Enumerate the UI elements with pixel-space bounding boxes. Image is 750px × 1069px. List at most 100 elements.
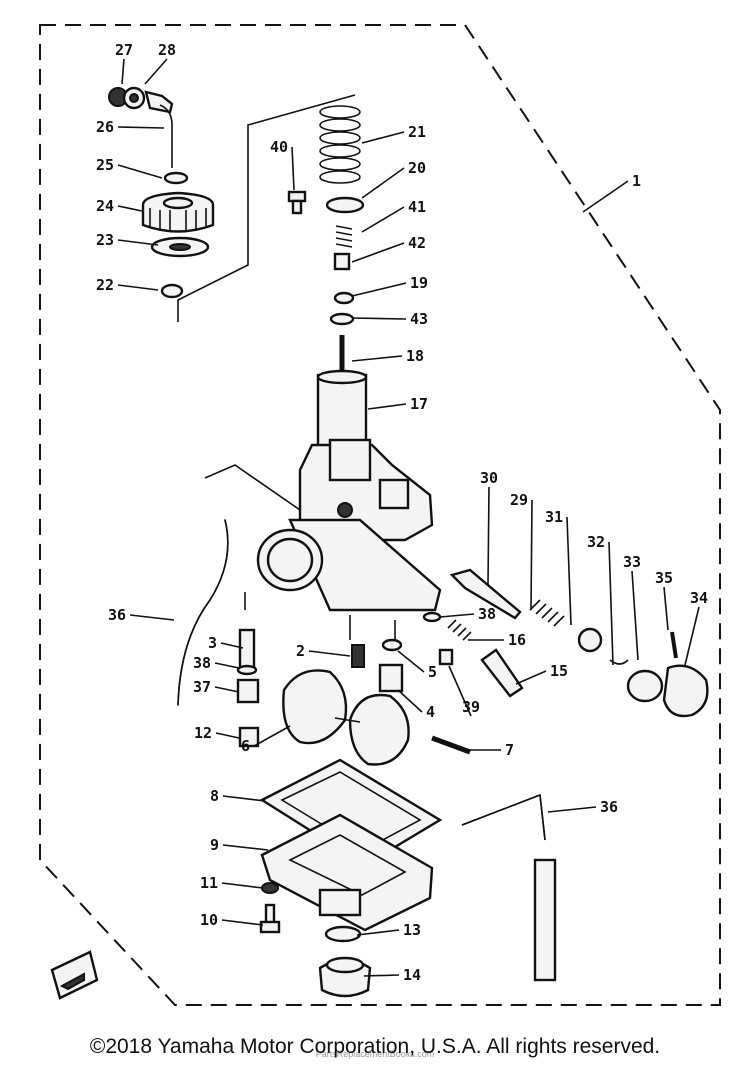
leader-line-c17 xyxy=(367,403,407,410)
callout-c30: 30 xyxy=(480,469,498,487)
bowl-screw-10 xyxy=(259,903,281,934)
callout-c36b: 36 xyxy=(600,798,618,816)
drain-o-ring xyxy=(324,925,362,943)
leader-line-c39 xyxy=(448,665,472,717)
leader-line-c30 xyxy=(487,486,490,586)
callout-c35: 35 xyxy=(655,569,673,587)
leader-line-c29 xyxy=(530,499,533,611)
leader-line-c6 xyxy=(253,725,291,747)
callout-c38a: 38 xyxy=(193,654,211,672)
callout-c9: 9 xyxy=(210,836,219,854)
leader-line-c33 xyxy=(631,570,639,661)
needle-clip xyxy=(333,291,355,305)
callout-c20: 20 xyxy=(408,159,426,177)
leader-line-c9 xyxy=(222,844,269,851)
callout-c36a: 36 xyxy=(108,606,126,624)
leader-line-c35 xyxy=(663,586,669,631)
callout-c7: 7 xyxy=(505,741,514,759)
leader-line-c3 xyxy=(220,642,244,649)
callout-c4: 4 xyxy=(426,703,435,721)
leader-line-c41 xyxy=(361,206,405,233)
screw-40 xyxy=(287,190,307,215)
o-ring-38b xyxy=(422,611,442,623)
callout-c2: 2 xyxy=(296,642,305,660)
plunger-cap-34 xyxy=(662,664,709,718)
mixing-chamber-top xyxy=(141,191,215,233)
callout-c33: 33 xyxy=(623,553,641,571)
leader-line-c42 xyxy=(351,242,405,263)
callout-c24: 24 xyxy=(96,197,114,215)
leader-line-c32 xyxy=(608,541,614,666)
washer-11 xyxy=(261,882,279,894)
callout-c13: 13 xyxy=(403,921,421,939)
callout-c34: 34 xyxy=(690,589,708,607)
assembly-boundary xyxy=(39,24,721,1006)
callout-c31: 31 xyxy=(545,508,563,526)
o-ring-38a xyxy=(236,664,258,676)
leader-line-c19 xyxy=(351,282,407,297)
callout-c19: 19 xyxy=(410,274,428,292)
leader-line-c12 xyxy=(215,732,240,739)
float-assembly xyxy=(282,669,410,766)
leader-line-c31 xyxy=(566,516,572,626)
leader-line-c1 xyxy=(582,180,629,213)
callout-c12: 12 xyxy=(194,724,212,742)
callout-c11: 11 xyxy=(200,874,218,892)
callout-c21: 21 xyxy=(408,123,426,141)
main-jet-37 xyxy=(236,678,260,704)
callout-c14: 14 xyxy=(403,966,421,984)
cap-clip xyxy=(160,283,184,299)
washer-5 xyxy=(381,638,403,652)
leader-line-c20 xyxy=(361,167,405,199)
callout-c16: 16 xyxy=(508,631,526,649)
leader-line-c34 xyxy=(684,606,700,666)
needle-washer xyxy=(329,312,355,326)
leader-line-c36a xyxy=(129,614,175,621)
pin-35 xyxy=(670,631,678,659)
leader-line-c2 xyxy=(308,650,351,657)
banjo-fitting xyxy=(108,86,174,114)
leader-line-c22 xyxy=(117,284,159,291)
callout-c28: 28 xyxy=(158,41,176,59)
leader-line-c14 xyxy=(363,974,400,977)
throttle-stop-screw xyxy=(480,648,524,698)
adjust-clip xyxy=(609,659,629,665)
callout-c42: 42 xyxy=(408,234,426,252)
callout-leaders xyxy=(117,58,700,977)
callout-c38b: 38 xyxy=(478,605,496,623)
needle-holder xyxy=(333,252,351,271)
callout-c1: 1 xyxy=(632,172,641,190)
leader-line-c40 xyxy=(291,146,295,191)
top-group-bracket xyxy=(177,94,356,322)
needle-jet-3 xyxy=(238,628,256,672)
callout-c37: 37 xyxy=(193,678,211,696)
leader-line-c28 xyxy=(144,58,168,85)
carburetor-body xyxy=(256,438,442,612)
leader-line-c23 xyxy=(117,239,159,246)
adjust-spring xyxy=(529,599,565,627)
callout-c29: 29 xyxy=(510,491,528,509)
leader-line-c24 xyxy=(117,205,143,212)
leader-line-c27 xyxy=(121,58,125,85)
callout-c15: 15 xyxy=(550,662,568,680)
callout-c41: 41 xyxy=(408,198,426,216)
needle-spring xyxy=(335,225,353,248)
callout-c17: 17 xyxy=(410,395,428,413)
leader-line-c11 xyxy=(221,882,264,889)
leader-line-c13 xyxy=(356,929,400,936)
throttle-stop-spring xyxy=(447,619,472,641)
leader-line-c10 xyxy=(221,919,264,926)
copyright-notice: ©2018 Yamaha Motor Corporation, U.S.A. A… xyxy=(89,1035,661,1058)
leader-line-c5 xyxy=(397,650,425,673)
leader-line-c37 xyxy=(214,686,240,693)
leader-line-c38a xyxy=(214,662,240,669)
vent-hose-right xyxy=(461,794,557,982)
leader-line-c15 xyxy=(515,670,547,685)
pilot-screw xyxy=(449,568,522,620)
float-bowl xyxy=(260,813,434,932)
callout-c27: 27 xyxy=(115,41,133,59)
jet-bracket xyxy=(244,592,396,640)
callout-c25: 25 xyxy=(96,156,114,174)
